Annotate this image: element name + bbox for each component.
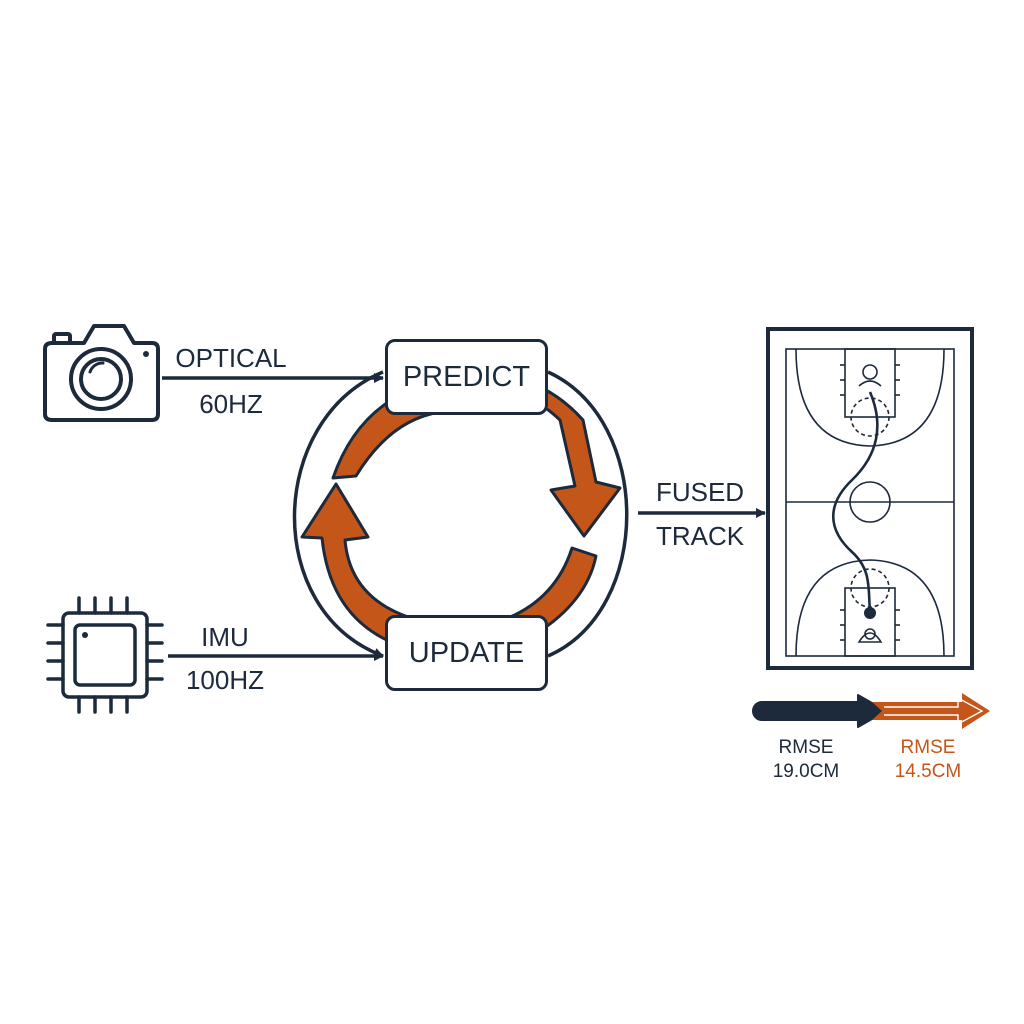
imu-rate: 100HZ	[185, 665, 265, 695]
rmse-arrow-before	[752, 694, 887, 728]
camera-icon	[43, 324, 160, 422]
optical-label: OPTICAL	[175, 343, 287, 373]
outer-cycle-left-arc	[292, 370, 384, 658]
rmse-after-value: 14.5CM	[894, 761, 962, 782]
outer-cycle-right-arc	[547, 370, 629, 658]
optical-rate: 60HZ	[199, 389, 263, 419]
imu-label: IMU	[201, 622, 249, 652]
cycle-arrow-left	[300, 482, 413, 644]
chip-icon	[46, 596, 164, 714]
track-label: TRACK	[655, 521, 745, 551]
update-box: UPDATE	[385, 615, 548, 691]
rmse-before-value: 19.0CM	[772, 761, 840, 782]
rmse-before-label: RMSE	[778, 737, 834, 758]
fused-track-path	[831, 391, 879, 613]
fused-label: FUSED	[655, 477, 745, 507]
track-endpoint	[864, 607, 876, 619]
rmse-arrow-after	[872, 693, 990, 729]
rmse-after-label: RMSE	[900, 737, 956, 758]
basketball-court-icon	[766, 327, 974, 670]
predict-box: PREDICT	[385, 339, 548, 415]
